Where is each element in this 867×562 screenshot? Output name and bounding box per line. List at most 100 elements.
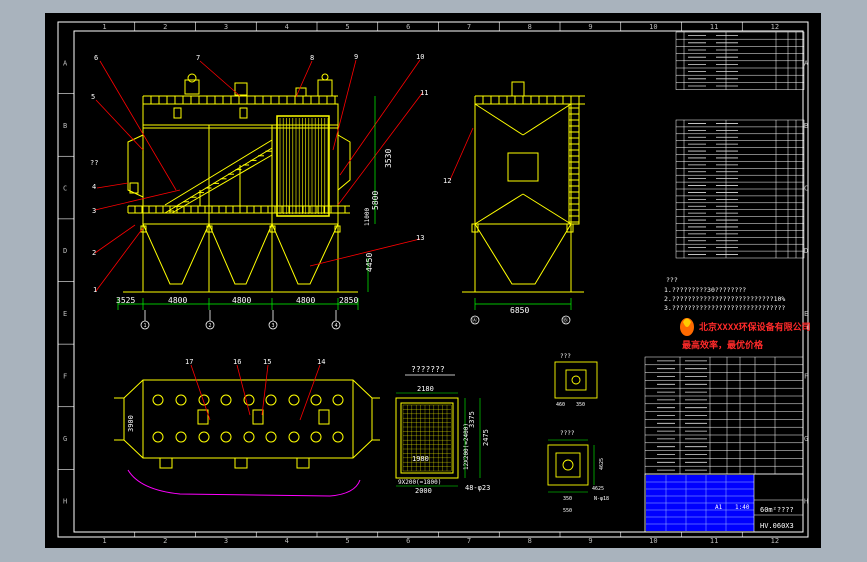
dim-vertical-4450: 4450 [365, 253, 374, 272]
roof-valve-3 [295, 87, 307, 97]
outlet-flare [337, 134, 351, 192]
border-left-letter: H [63, 498, 67, 506]
detail-top-title: ??? [560, 353, 571, 360]
border-top-number: 3 [224, 23, 228, 31]
part-callouts: 6 7 8 9 10 11 5 ?? 4 3 2 1 13 12 [90, 53, 451, 294]
dim-front-1: 3525 [116, 296, 135, 305]
tubesheet-dim-grid-h: 9X200(=1800) [398, 479, 441, 486]
detail-bottom-dim-2: 350 [563, 496, 572, 502]
border-bottom-number: 4 [285, 537, 289, 545]
border-bottom-number: 8 [528, 537, 532, 545]
dim-front-4: 4800 [296, 296, 315, 305]
callout-1: 1 [93, 286, 97, 294]
side-hopper [474, 223, 572, 285]
tubesheet-dim-1980: 1980 [412, 455, 429, 463]
detail-bottom-title: ???? [560, 430, 575, 437]
border-top-number: 2 [163, 23, 167, 31]
roof-valve-2 [234, 82, 248, 96]
note-line-1: 1.?????????30???????? [664, 286, 746, 294]
callout-17: 17 [185, 358, 193, 366]
border-right-letter: B [804, 122, 808, 130]
border-right-letter: H [804, 498, 808, 506]
roof-railing [142, 96, 336, 104]
hoppers [123, 223, 358, 293]
border-bottom-number: 5 [345, 537, 349, 545]
notes-heading: ??? [666, 276, 678, 284]
border-left-letter: D [63, 247, 67, 255]
plan-baseplate-outline [127, 469, 361, 497]
callout-2: 2 [92, 249, 96, 257]
callout-6: 6 [94, 54, 98, 62]
tubesheet-dim-2000: 2000 [415, 487, 432, 495]
filter-bags [279, 118, 329, 214]
front-elevation-view [123, 73, 358, 293]
callout-7: 7 [196, 54, 200, 62]
axis-4: 4 [334, 323, 337, 329]
tubesheet-dim-grid-v: 12X200(=2400) [463, 423, 470, 470]
filter-bag-section [276, 115, 330, 217]
border-right-letter: F [804, 372, 808, 380]
dim-front-2: 4800 [168, 296, 187, 305]
company-logo [680, 318, 694, 336]
border-left-letter: G [63, 435, 67, 443]
callout-8: 8 [310, 54, 314, 62]
detail-top-dim-2: 350 [576, 402, 585, 408]
detail-bottom-dim-1: 4625 [592, 486, 604, 492]
company-name: 北京XXXX环保设备有限公司 [699, 321, 811, 333]
stair-case [164, 139, 273, 214]
tubesheet-view [395, 397, 459, 479]
tubesheet-dim-2475: 2475 [482, 429, 490, 446]
border-right-letter: G [804, 435, 808, 443]
drawing-sheet [45, 13, 821, 548]
front-dimensions [117, 96, 376, 310]
side-mark: ?? [90, 159, 98, 167]
detail-top-dim-1: 460 [556, 402, 565, 408]
title-spec: 60m²???? [760, 506, 794, 514]
border-top-number: 10 [649, 23, 657, 31]
axis-3: 3 [271, 323, 274, 329]
detail-bottom-dim-3: 4625 [599, 458, 605, 470]
outer-border [57, 21, 809, 538]
note-line-2: 2.??????????????????????????10% [664, 295, 785, 303]
title-drawing-no: HV.060X3 [760, 522, 794, 530]
border-top-number: 12 [771, 23, 779, 31]
tubesheet-dim-3375: 3375 [468, 411, 476, 428]
border-bottom-number: 3 [224, 537, 228, 545]
revision-table [675, 31, 805, 90]
dim-side-6850: 6850 [510, 306, 529, 315]
border-left-letter: C [63, 185, 67, 193]
side-axis-b: Ⓑ [563, 317, 568, 324]
callout-4: 4 [92, 183, 96, 191]
border-top-number: 7 [467, 23, 471, 31]
callout-10: 10 [416, 53, 424, 61]
callout-3: 3 [92, 207, 96, 215]
callout-5: 5 [91, 93, 95, 101]
parts-table [675, 119, 805, 259]
border-top-number: 9 [588, 23, 592, 31]
side-dimensions [474, 298, 572, 310]
side-elevation-view [462, 81, 585, 293]
note-line-3: 3.????????????????????????????? [664, 304, 785, 312]
border-top-number: 5 [345, 23, 349, 31]
dim-vertical-3530: 3530 [384, 149, 393, 168]
callout-12: 12 [443, 177, 451, 185]
side-axis-a: Ⓐ [472, 317, 477, 324]
title-sheet: A1 [715, 504, 723, 511]
detail-top-view [554, 361, 598, 399]
callout-11: 11 [420, 89, 428, 97]
border-bottom-number: 6 [406, 537, 410, 545]
front-axis-markers [140, 310, 341, 330]
walkway-railing [127, 206, 346, 213]
roof-valve-1 [184, 79, 200, 95]
border-bottom-number: 7 [467, 537, 471, 545]
border-bottom-number: 2 [163, 537, 167, 545]
border-bottom-number: 12 [771, 537, 779, 545]
border-bottom-number: 9 [588, 537, 592, 545]
plan-dim-3900: 3900 [127, 415, 135, 432]
border-bottom-number: 11 [710, 537, 718, 545]
callout-16: 16 [233, 358, 241, 366]
callout-14: 14 [317, 358, 325, 366]
detail-bottom-view [547, 444, 589, 486]
